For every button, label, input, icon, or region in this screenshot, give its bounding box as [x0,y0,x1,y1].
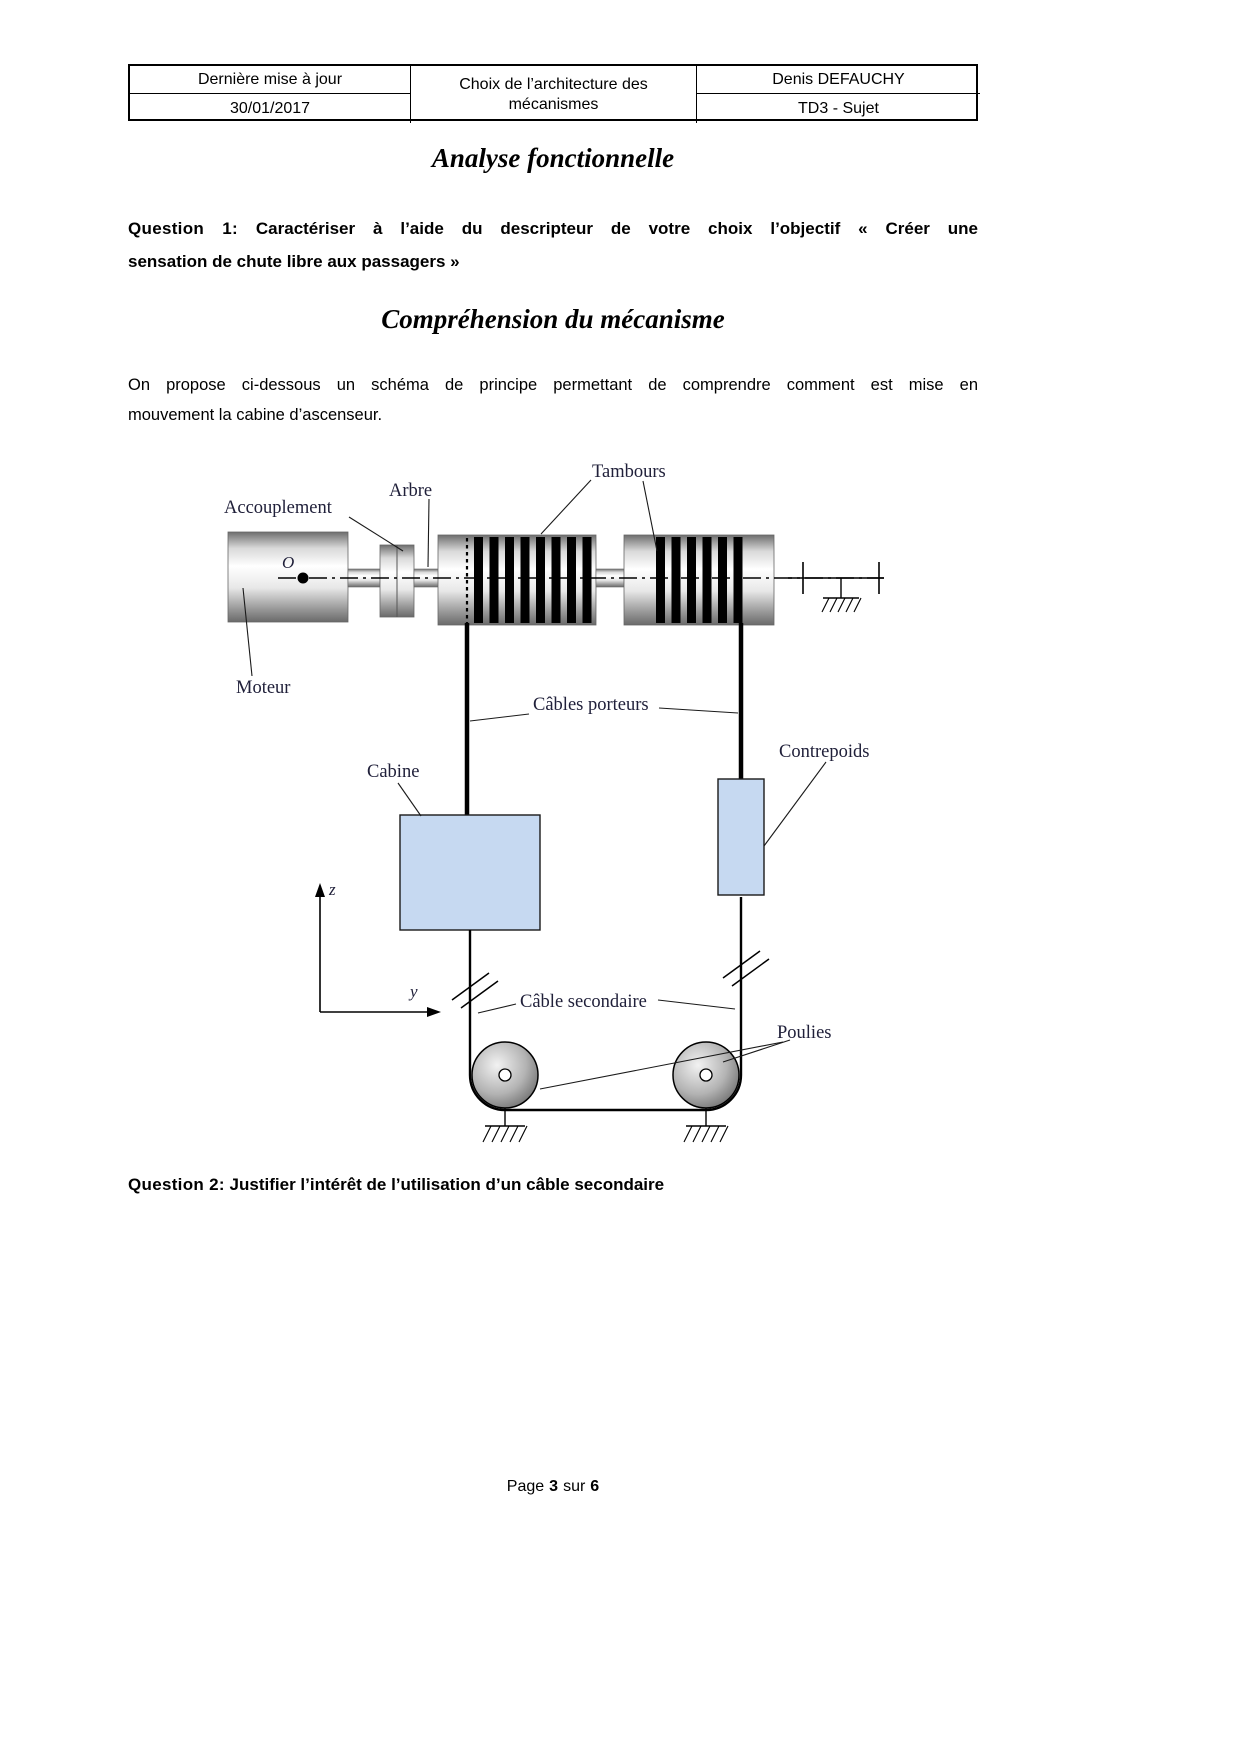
cable-break-marks [451,950,770,1009]
cabin-box [399,814,541,931]
footer-page-current: 3 [549,1478,559,1495]
label-cables-porteurs: Câbles porteurs [533,695,649,715]
title-analyse-fonctionnelle: Analyse fonctionnelle [431,143,675,173]
question-1-label: Question 1: [128,219,238,238]
label-cable-secondaire: Câble secondaire [520,992,647,1012]
header-updated-date: 30/01/2017 [229,99,311,117]
label-moteur: Moteur [236,678,290,698]
coordinate-axes [315,883,441,1017]
intro-paragraph: On propose ci-dessous un schéma de princ… [128,370,978,430]
question-2-label: Question 2: [128,1175,225,1194]
label-arbre: Arbre [389,481,432,501]
counterweight-box [717,778,765,896]
pulley-left-ground [482,1108,528,1143]
pulley-right [672,1041,740,1109]
footer-page-word: Page [506,1478,545,1495]
header-table: Dernière mise à jour Choix de l’architec… [128,64,980,123]
question-1-line-1: Question 1: Caractériser à l’aide du des… [128,212,978,245]
page-footer: Page 3 sur 6 [128,1478,978,1496]
motor-body [227,531,349,623]
pulley-left [471,1041,539,1109]
label-accouplement: Accouplement [224,498,333,518]
leader-lines [242,479,827,1090]
footer-separator: sur [563,1478,586,1495]
label-cabine: Cabine [367,762,419,782]
label-contrepoids: Contrepoids [779,742,869,762]
mechanism-diagram: Accouplement Arbre Tambours O Moteur Câb… [224,462,884,1143]
drum-right-grooves [656,537,743,623]
label-axis-y: y [408,982,418,1001]
header-author: Denis DEFAUCHY [697,66,980,94]
label-tambours: Tambours [592,462,666,482]
title-comprehension-mecanisme: Compréhension du mécanisme [381,304,725,334]
label-point-o: O [282,553,294,572]
question-2: Question 2: Justifier l’intérêt de l’uti… [128,1168,978,1201]
point-o-dot [297,572,309,584]
intro-line-1: On propose ci-dessous un schéma de princ… [128,376,978,394]
intro-line-2: mouvement la cabine d’ascenseur. [128,406,383,424]
question-2-text: Justifier l’intérêt de l’utilisation d’u… [229,1175,665,1194]
header-updated-label: Dernière mise à jour [130,66,410,94]
secondary-cable [468,897,743,1112]
label-axis-z: z [328,880,336,899]
drum-right-body [623,534,775,626]
header-course-title: Choix de l’architecture des mécanismes [410,66,697,123]
question-1-text: Caractériser à l’aide du descripteur de … [255,219,979,238]
label-poulies: Poulies [777,1023,831,1043]
question-1-line-2: sensation de chute libre aux passagers » [128,252,460,271]
pulley-right-ground [683,1108,729,1143]
drum-left-grooves [474,537,592,623]
header-doc-ref: TD3 - Sujet [798,99,879,117]
question-1: Question 1: Caractériser à l’aide du des… [128,212,978,278]
bearing-support [788,562,884,613]
footer-page-total: 6 [590,1478,600,1495]
